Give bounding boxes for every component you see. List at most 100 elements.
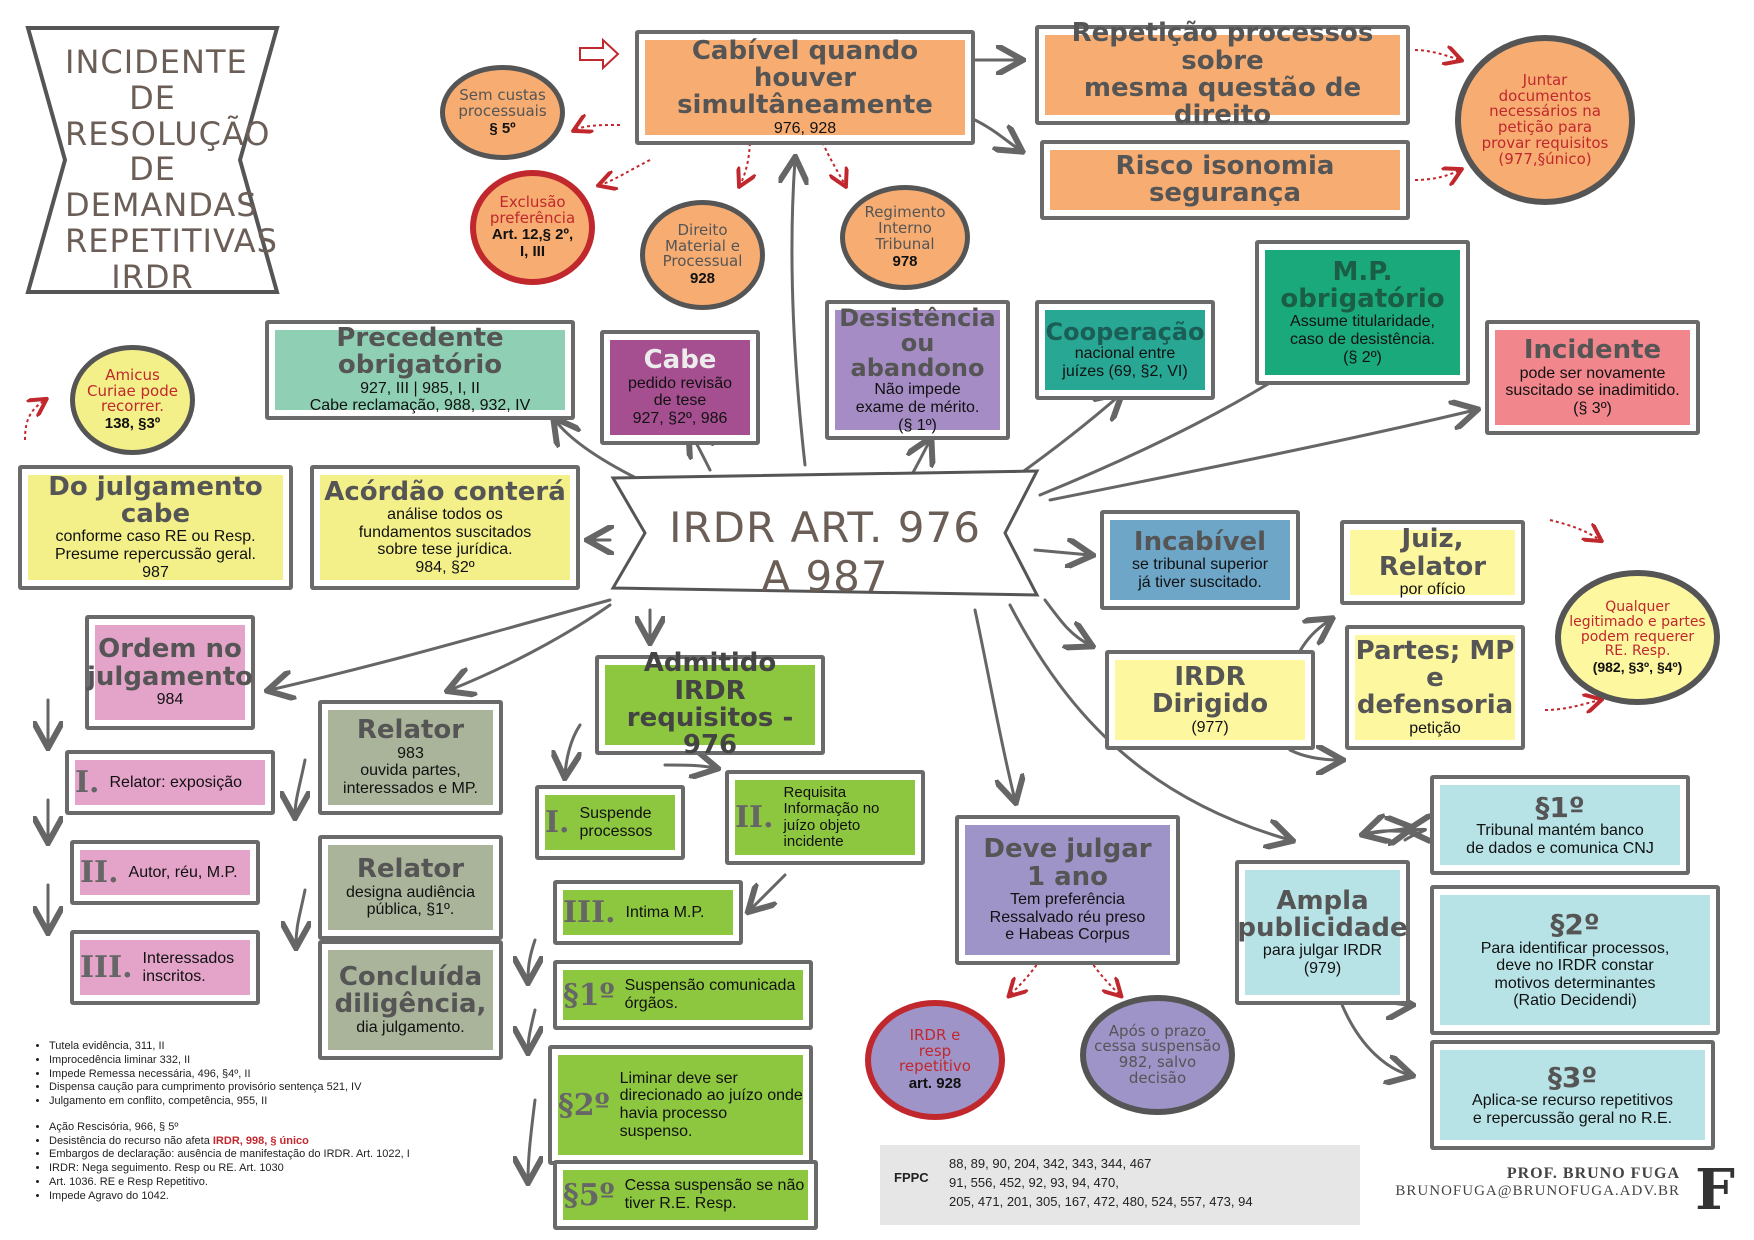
cooperacao-line-2: juízes (69, §2, VI) bbox=[1062, 362, 1188, 380]
julgamento-cabe-title: Do julgamento cabe bbox=[48, 471, 263, 530]
julgamento-cabe-line-2: Presume repercussão geral. bbox=[55, 546, 256, 563]
cabivel-title-1: Cabível quando houver bbox=[691, 35, 919, 94]
notes-group-1: Tutela evidência, 311, II Improcedência … bbox=[35, 1040, 505, 1109]
ordem-item-2-roman: II. bbox=[80, 855, 119, 890]
desistencia-box: Desistência ou abandono Não impede exame… bbox=[825, 300, 1010, 440]
mp-title-1: M.P. bbox=[1332, 256, 1393, 287]
admitido-item-3-roman: III. bbox=[563, 895, 616, 930]
regimento-line-3: Tribunal bbox=[875, 234, 935, 253]
direito-line-1: Direito bbox=[677, 220, 728, 239]
admitido-item-3-text: Intima M.P. bbox=[625, 903, 705, 921]
incidente-title: Incidente bbox=[1523, 335, 1662, 366]
note-item: Impede Agravo do 1042. bbox=[49, 1190, 505, 1204]
par2-line-3: motivos determinantes bbox=[1494, 974, 1656, 992]
note-item: Desistência do recurso não afeta IRDR, 9… bbox=[49, 1135, 505, 1149]
cabivel-box: Cabível quando houver simultâneamente 97… bbox=[635, 30, 975, 145]
admitido-item-2-text: Requisita Informação no juízo objeto inc… bbox=[783, 783, 880, 850]
cooperacao-box: Cooperação nacional entre juízes (69, §2… bbox=[1035, 300, 1215, 400]
fppc-line-3: 205, 471, 201, 305, 167, 472, 480, 524, … bbox=[949, 1193, 1253, 1209]
desistencia-line-3: (§ 1º) bbox=[898, 416, 937, 434]
ordem-item-3-text: Interessados inscritos. bbox=[142, 949, 235, 985]
juntar-line-6: (977,§único) bbox=[1498, 149, 1592, 168]
par1-title: §1º bbox=[1535, 790, 1585, 824]
incidente-line-1: pode ser novamente bbox=[1519, 364, 1666, 382]
repeticao-line-2: mesma questão de direito bbox=[1083, 73, 1362, 131]
irdr-resp-sub: art. 928 bbox=[908, 1075, 962, 1093]
apos-prazo-line-3: 982, salvo bbox=[1118, 1053, 1197, 1071]
admitido-item-2: II. Requisita Informação no juízo objeto… bbox=[725, 770, 925, 865]
incabivel-line-2: já tiver suscitado. bbox=[1138, 573, 1262, 591]
admitido-item-4-text: Suspensão comunicada órgãos. bbox=[624, 977, 796, 1012]
par2-line-2: deve no IRDR constar bbox=[1496, 957, 1654, 975]
cabivel-title-2: simultâneamente bbox=[677, 90, 933, 121]
regimento-sub: 978 bbox=[892, 252, 918, 270]
cabe-line-1: pedido revisão bbox=[627, 374, 733, 392]
sem-custas-sub: § 5º bbox=[489, 119, 516, 137]
author-name: PROF. BRUNO FUGA bbox=[1506, 1165, 1680, 1182]
direito-line-2: Material e bbox=[665, 236, 740, 255]
apos-prazo-circle: Após o prazo cessa suspensão 982, salvo … bbox=[1080, 995, 1235, 1115]
center-banner-frame bbox=[610, 469, 1040, 597]
incidente-line-2: suscitado se inadimitido. bbox=[1505, 382, 1680, 400]
note-item: Dispensa caução para cumprimento provisó… bbox=[49, 1081, 505, 1095]
risco-text: Risco isonomia segurança bbox=[1115, 150, 1335, 208]
direito-line-3: Processual bbox=[662, 252, 743, 271]
deve-julgar-line-1: Tem preferência bbox=[1010, 890, 1125, 908]
qualquer-line-3: podem requerer bbox=[1580, 628, 1695, 645]
ordem-item-1-roman: I. bbox=[75, 765, 100, 800]
admitido-item-5: §2º Liminar deve ser direcionado ao juíz… bbox=[548, 1045, 813, 1165]
deve-julgar-title-2: 1 ano bbox=[1026, 861, 1109, 892]
regimento-circle: Regimento Interno Tribunal 978 bbox=[840, 185, 970, 290]
relator2-title: Relator bbox=[356, 854, 465, 885]
relator1-line-3: interessados e MP. bbox=[343, 779, 478, 797]
concluida-sub: dia julgamento. bbox=[356, 1018, 465, 1036]
cabe-box: Cabe pedido revisão de tese 927, §2º, 98… bbox=[600, 330, 760, 445]
par3-title: §3º bbox=[1547, 1060, 1598, 1094]
partes-title-2: e defensoria bbox=[1356, 663, 1514, 721]
relator-audience-box: Relator 983 ouvida partes, interessados … bbox=[318, 700, 503, 815]
ordem-title-1: Ordem no bbox=[98, 634, 242, 665]
cabe-title: Cabe bbox=[643, 345, 717, 376]
title-banner: INCIDENTE DE RESOLUÇÃO DE DEMANDAS REPET… bbox=[25, 25, 280, 295]
relator1-title: Relator bbox=[356, 715, 465, 746]
repeticao-line-1: Repetição processos sobre bbox=[1071, 18, 1374, 76]
admitido-title-2: requisitos - 976 bbox=[626, 703, 794, 761]
par1-line-2: de dados e comunica CNJ bbox=[1466, 839, 1654, 857]
irdr-resp-circle: IRDR e resp repetitivo art. 928 bbox=[865, 1000, 1005, 1120]
qualquer-sub: (982, §3º, §4º) bbox=[1592, 658, 1683, 675]
ordem-item-2-text: Autor, réu, M.P. bbox=[128, 863, 238, 881]
incabivel-box: Incabível se tribunal superior já tiver … bbox=[1100, 510, 1300, 610]
irdr-dirigido-box: IRDR Dirigido (977) bbox=[1105, 650, 1315, 750]
admitido-item-6-text: Cessa suspensão se não tiver R.E. Resp. bbox=[624, 1177, 805, 1212]
partes-title-1: Partes; MP bbox=[1355, 635, 1515, 666]
sem-custas-line-2: processuais bbox=[458, 102, 547, 120]
partes-box: Partes; MP e defensoria petição bbox=[1345, 625, 1525, 750]
desistencia-title-1: Desistência bbox=[839, 303, 996, 332]
ampla-line-1: para julgar IRDR bbox=[1262, 942, 1383, 960]
note-item: Impede Remessa necessária, 496, §4º, II bbox=[49, 1068, 505, 1082]
ordem-title-2: julgamento bbox=[86, 661, 254, 692]
title-line-2: RESOLUÇÃO DE bbox=[65, 114, 271, 189]
deve-julgar-line-3: e Habeas Corpus bbox=[1005, 926, 1130, 944]
amicus-line-2: Curiae pode bbox=[87, 381, 178, 400]
fppc-box: FPPC 88, 89, 90, 204, 342, 343, 344, 467… bbox=[880, 1145, 1360, 1225]
relator2-line-2: pública, §1º. bbox=[366, 901, 455, 919]
concluida-title-2: diligência, bbox=[334, 989, 487, 1020]
amicus-line-1: Amicus bbox=[105, 365, 160, 384]
admitido-item-3: III. Intima M.P. bbox=[553, 880, 743, 945]
exclusao-sub-2: I, III bbox=[519, 243, 545, 261]
relator1-line-2: ouvida partes, bbox=[360, 762, 461, 780]
admitido-item-2-roman: II. bbox=[735, 800, 774, 835]
direito-sub: 928 bbox=[689, 270, 716, 288]
title-line-4: REPETITIVAS bbox=[65, 222, 278, 261]
precedente-title: Precedente obrigatório bbox=[336, 323, 504, 381]
irdr-resp-line-2: resp bbox=[918, 1041, 952, 1060]
juiz-relator-box: Juiz, Relator por ofício bbox=[1340, 520, 1525, 605]
amicus-circle: Amicus Curiae pode recorrer. 138, §3º bbox=[70, 345, 195, 455]
incabivel-line-1: se tribunal superior bbox=[1131, 556, 1269, 574]
acordao-line-1: análise todos os bbox=[387, 505, 503, 523]
mp-line-1: Assume titularidade, bbox=[1290, 313, 1435, 331]
admitido-item-6-roman: §5º bbox=[563, 1177, 615, 1213]
ordem-item-3: III. Interessados inscritos. bbox=[70, 930, 260, 1005]
note-item: Art. 1036. RE e Resp Repetitivo. bbox=[49, 1176, 505, 1190]
